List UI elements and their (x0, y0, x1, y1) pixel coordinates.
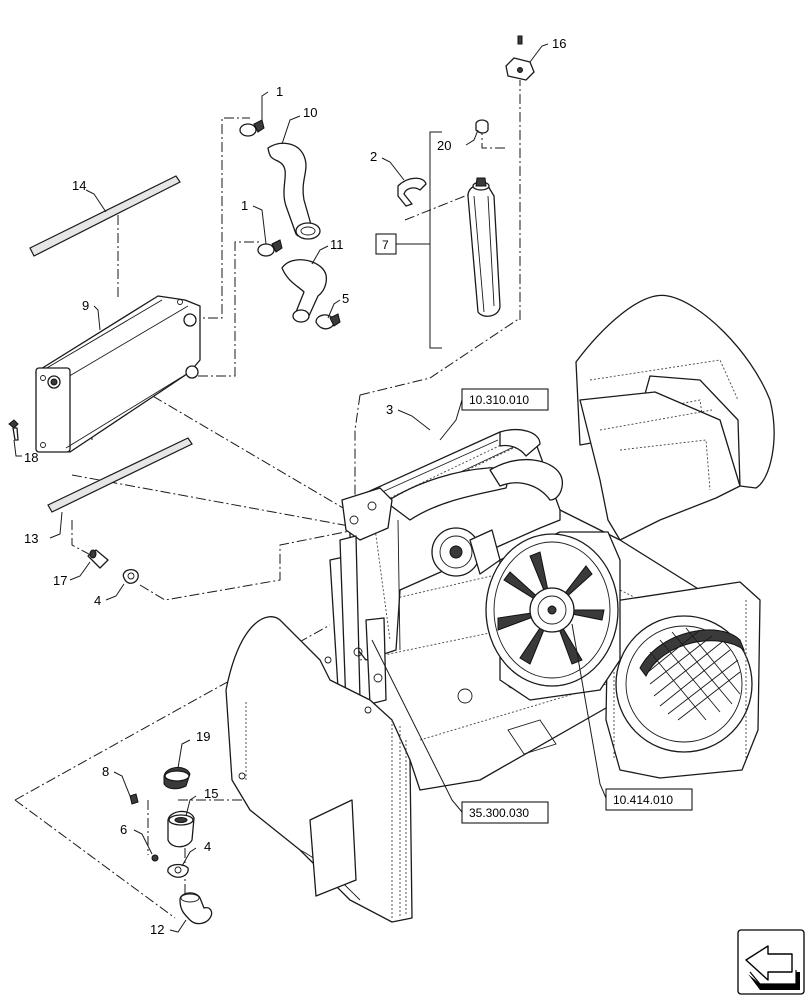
callout-8: 8 (102, 764, 109, 779)
fan-blades (497, 551, 605, 665)
fitting-17 (87, 549, 109, 569)
kit-ref-box[interactable]: 7 (375, 233, 397, 255)
callouts: 1 1 10 11 5 2 3 20 16 14 9 18 13 17 4 19… (24, 36, 566, 937)
callout-10: 10 (303, 105, 317, 120)
plug-8 (129, 793, 139, 805)
callout-17: 17 (53, 573, 67, 588)
clamp-1-upper (239, 119, 265, 137)
callout-13: 13 (24, 531, 38, 546)
callout-19: 19 (196, 729, 210, 744)
foam-strip-top (29, 175, 181, 257)
elbow-hose-12 (179, 892, 213, 925)
ref-fan-box[interactable]: 10.414.010 (605, 788, 693, 811)
ref-radiator-box[interactable]: 10.310.010 (461, 388, 549, 411)
side-panel (225, 616, 413, 923)
grille-mesh (647, 627, 741, 721)
kit-bracket (396, 131, 442, 349)
callout-20: 20 (437, 138, 451, 153)
ref-frame-label: 35.300.030 (469, 806, 529, 820)
callout-3: 3 (386, 402, 393, 417)
cap-20 (475, 119, 489, 134)
ref-frame-box[interactable]: 35.300.030 (461, 801, 549, 824)
callout-4-upper: 4 (94, 593, 101, 608)
clamp-5 (315, 313, 341, 330)
foam-strip-bottom (47, 437, 193, 513)
radiator-assembly (339, 429, 564, 707)
coolant-reservoir (467, 177, 501, 317)
clamp-4a (122, 568, 139, 584)
callout-12: 12 (150, 922, 164, 937)
clamp-1-lower (257, 239, 283, 257)
callout-16: 16 (552, 36, 566, 51)
cooling-fan (485, 531, 621, 701)
callout-1-upper: 1 (276, 84, 283, 99)
kit-ref-label: 7 (382, 238, 389, 252)
hose-2 (397, 177, 427, 207)
callout-6: 6 (120, 822, 127, 837)
leader-lines (13, 43, 607, 933)
callout-14: 14 (72, 178, 86, 193)
ref-fan-label: 10.414.010 (613, 793, 673, 807)
oil-cooler (35, 295, 201, 453)
cap-19 (163, 767, 191, 790)
callout-4-lower: 4 (204, 839, 211, 854)
callout-9: 9 (82, 298, 89, 313)
hose-10 (267, 142, 321, 240)
forward-arrow-icon[interactable] (737, 929, 805, 995)
callout-18: 18 (24, 450, 38, 465)
ref-radiator-label: 10.310.010 (469, 393, 529, 407)
callout-11: 11 (330, 237, 344, 252)
screw-18 (8, 419, 19, 441)
clamp-4b (167, 863, 189, 878)
bracket-16 (505, 35, 535, 81)
callout-15: 15 (204, 786, 218, 801)
callout-1-lower: 1 (241, 198, 248, 213)
callout-2: 2 (370, 149, 377, 164)
nut-6 (151, 854, 159, 862)
filler-neck-15 (167, 810, 195, 848)
hose-11 (281, 259, 328, 323)
callout-5: 5 (342, 291, 349, 306)
